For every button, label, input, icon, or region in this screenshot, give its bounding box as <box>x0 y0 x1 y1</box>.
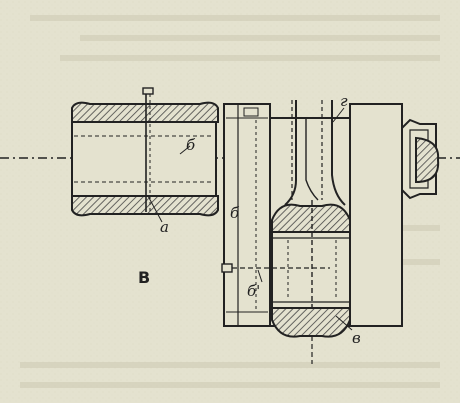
label-b-left: б <box>230 204 240 222</box>
central-plate <box>223 103 271 327</box>
label-a: а <box>160 218 169 236</box>
horizontal-pin <box>221 263 330 283</box>
label-b-bottom: б' <box>247 282 260 300</box>
label-b-top: б <box>186 136 196 154</box>
lower-roller <box>271 200 353 338</box>
figure-label: В <box>138 268 150 287</box>
label-v: в <box>352 329 361 347</box>
label-g: г <box>340 92 348 110</box>
left-sleeve <box>71 87 219 223</box>
right-shaft-end <box>401 118 440 200</box>
